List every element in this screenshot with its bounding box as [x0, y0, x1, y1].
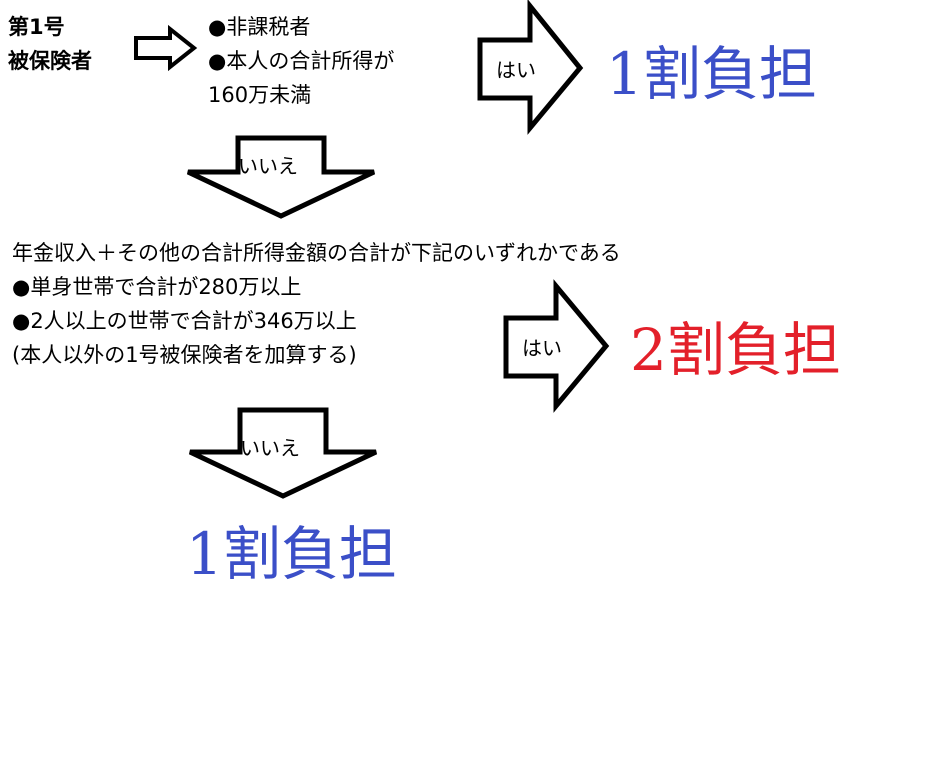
step2-no-arrow-icon	[188, 407, 378, 499]
step2-yes-label: はい	[522, 336, 562, 360]
step2-yes-result: 2割負担	[630, 316, 841, 384]
step2-condition-1: ●単身世帯で合計が280万以上	[12, 275, 302, 299]
step1-yes-label: はい	[496, 58, 536, 82]
step2-no-result: 1割負担	[186, 520, 397, 588]
step1-no-arrow-icon	[186, 135, 376, 219]
step2-yes-arrow-icon	[503, 279, 610, 413]
subject-line-1: 第1号	[8, 15, 65, 39]
subject-label: 第1号 被保険者	[8, 10, 92, 78]
step2-block: 年金収入＋その他の合計所得金額の合計が下記のいずれかである ●単身世帯で合計が2…	[12, 236, 621, 372]
step1-condition-2: ●本人の合計所得が	[208, 49, 395, 73]
subject-arrow-icon	[134, 24, 198, 72]
step1-no-label: いいえ	[238, 154, 298, 178]
step1-yes-arrow-icon	[477, 0, 584, 135]
step1-conditions: ●非課税者 ●本人の合計所得が 160万未満	[208, 10, 394, 112]
step1-condition-3: 160万未満	[208, 83, 312, 107]
step2-condition-3: (本人以外の1号被保険者を加算する)	[12, 343, 357, 367]
subject-line-2: 被保険者	[8, 49, 92, 73]
step2-condition-2: ●2人以上の世帯で合計が346万以上	[12, 309, 357, 333]
step2-heading: 年金収入＋その他の合計所得金額の合計が下記のいずれかである	[12, 241, 621, 265]
step1-yes-result: 1割負担	[606, 40, 817, 108]
step1-condition-1: ●非課税者	[208, 15, 311, 39]
step2-no-label: いいえ	[240, 436, 300, 460]
